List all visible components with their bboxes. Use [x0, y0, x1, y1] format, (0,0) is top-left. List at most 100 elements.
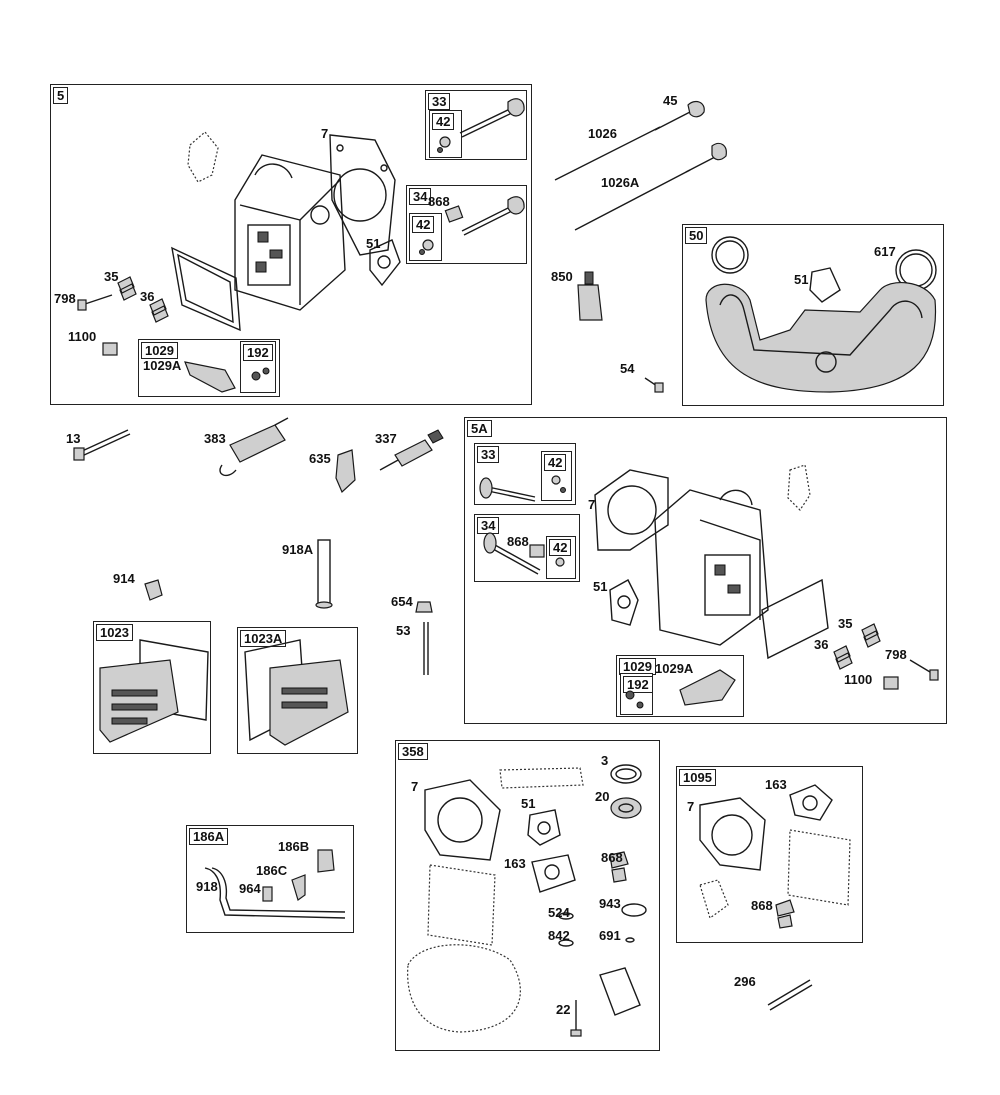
callout-36b: 36 [814, 637, 829, 652]
group-358-label: 358 [398, 743, 428, 760]
part-1100b [883, 676, 899, 690]
pushrod-1026 [554, 100, 705, 181]
group-5-box: 5 [50, 84, 532, 405]
head-gasket-a [329, 134, 396, 256]
exhaust-manifold-50 [705, 236, 937, 393]
cover-gasket-a [171, 246, 241, 332]
group-1023-box: 1023 [93, 621, 211, 754]
cover-gasket-b [761, 578, 829, 660]
group-5A-label: 5A [467, 420, 492, 437]
spark-plug-337 [379, 429, 444, 471]
callout-918A: 918A [282, 542, 314, 557]
callout-868a: 868 [428, 194, 450, 209]
exhaust-gasket-b [609, 579, 639, 626]
callout-691: 691 [599, 928, 621, 943]
callout-51c: 51 [593, 579, 608, 594]
bolt-914 [144, 579, 163, 601]
bolt-798a [81, 294, 113, 306]
callout-186B: 186B [278, 839, 310, 854]
group-192-label-a: 192 [243, 344, 273, 361]
callout-850: 850 [551, 269, 573, 284]
bolt-13 [79, 429, 129, 453]
callout-3: 3 [601, 753, 609, 768]
valve-spring-36b [833, 645, 853, 670]
gasket-small-a [187, 131, 219, 183]
group-42-label-c: 42 [544, 454, 567, 471]
group-186A-box: 186A [186, 825, 354, 933]
valve-spring-35b [861, 623, 881, 648]
group-50-box: 50 [682, 224, 944, 406]
callout-964: 964 [239, 881, 261, 896]
callout-186C: 186C [256, 863, 288, 878]
callout-35b: 35 [838, 616, 853, 631]
group-186A-label: 186A [189, 828, 229, 845]
group-34-label-a: 34 [409, 188, 432, 205]
valve-34a [419, 196, 525, 255]
callout-7d: 7 [687, 799, 695, 814]
group-1023A-box: 1023A [237, 627, 358, 754]
callout-798b: 798 [885, 647, 907, 662]
group-5A-box: 5A [464, 417, 947, 724]
callout-22: 22 [556, 1002, 571, 1017]
callout-35a: 35 [104, 269, 119, 284]
rocker-1029Ab [679, 669, 736, 706]
callout-163a: 163 [504, 856, 526, 871]
callout-54: 54 [620, 361, 635, 376]
callout-20: 20 [595, 789, 610, 804]
valve-cover-1023A [244, 639, 349, 746]
dowel-296 [767, 979, 811, 1006]
callout-1100a: 1100 [68, 329, 97, 344]
callout-842: 842 [548, 928, 570, 943]
callout-868d: 868 [751, 898, 773, 913]
callout-7a: 7 [321, 126, 329, 141]
callout-7c: 7 [411, 779, 419, 794]
valve-33b [479, 475, 566, 502]
group-5-label: 5 [53, 87, 69, 104]
group-1095-box: 1095 [676, 766, 863, 943]
callout-524: 524 [548, 905, 570, 920]
pushrod-1026A [574, 142, 727, 231]
valve-spring-36a [149, 298, 169, 323]
tube-918A [317, 539, 331, 606]
callout-36a: 36 [140, 289, 155, 304]
callout-51a: 51 [366, 236, 381, 251]
group-192-label-b: 192 [623, 676, 653, 693]
group-42-label-a: 42 [432, 113, 455, 130]
callout-868b: 868 [507, 534, 529, 549]
callout-53: 53 [396, 623, 411, 638]
group-33-label-b: 33 [477, 446, 500, 463]
group-192-box-a: 192 [240, 341, 276, 393]
callout-868c: 868 [601, 850, 623, 865]
part-635 [335, 449, 356, 494]
callout-51b: 51 [794, 272, 809, 287]
callout-337: 337 [375, 431, 397, 446]
callout-943: 943 [599, 896, 621, 911]
gasket-set-1095 [699, 784, 851, 929]
cylinder-head-b [654, 489, 769, 646]
gasket-set-358 [407, 764, 647, 1037]
callout-1026A: 1026A [601, 175, 640, 190]
callout-1029Ab: 1029A [655, 661, 694, 676]
head-gasket-b [594, 469, 669, 551]
callout-51d: 51 [521, 796, 536, 811]
nut-654 [415, 601, 433, 613]
callout-1026: 1026 [588, 126, 617, 141]
callout-7b: 7 [588, 497, 596, 512]
group-1095-label: 1095 [679, 769, 716, 786]
breather-tube-186A [204, 849, 346, 919]
callout-13: 13 [66, 431, 81, 446]
group-42-box-b: 42 [409, 213, 442, 261]
callout-654: 654 [391, 594, 413, 609]
group-42-box-d: 42 [546, 536, 576, 579]
valve-spring-35a [117, 276, 137, 301]
callout-798a: 798 [54, 291, 76, 306]
group-42-label-d: 42 [549, 539, 572, 556]
part-1100a [102, 342, 118, 356]
callout-163b: 163 [765, 777, 787, 792]
cylinder-head-a [234, 154, 346, 311]
valve-33a [437, 98, 525, 153]
callout-296: 296 [734, 974, 756, 989]
valve-cover-1023 [99, 639, 209, 743]
group-1023-label: 1023 [96, 624, 133, 641]
